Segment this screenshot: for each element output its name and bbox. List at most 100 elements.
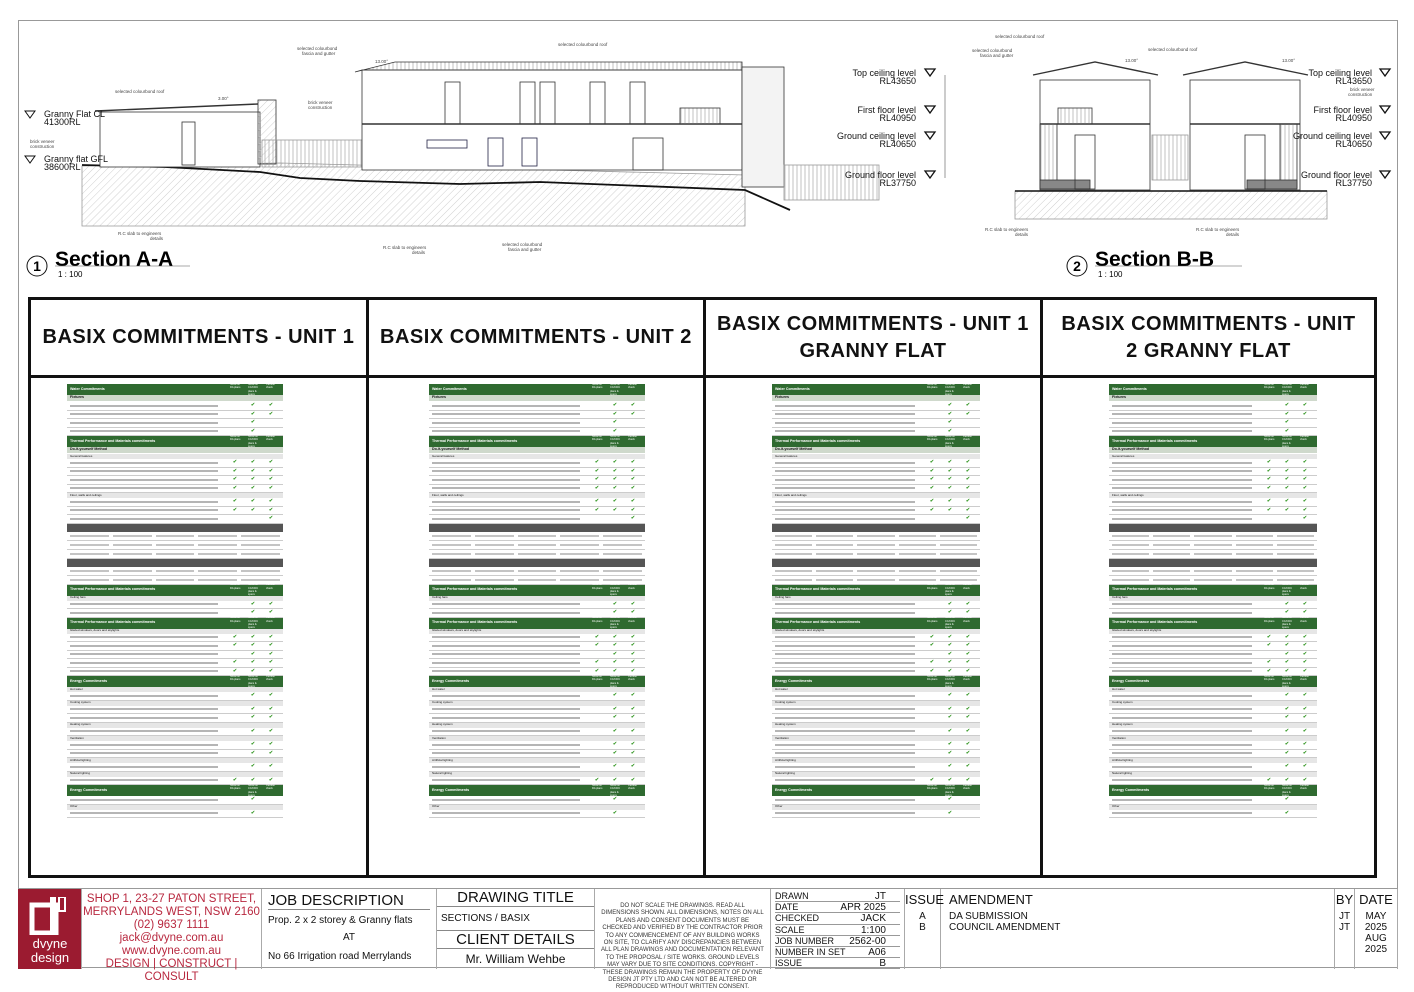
check-icon: ✔ xyxy=(1284,809,1290,816)
basix-commitment-row: ✔✔✔ xyxy=(429,506,645,515)
check-icon: ✔ xyxy=(947,498,953,505)
check-icon: ✔ xyxy=(630,410,636,417)
basix-commitment-row: ✔✔ xyxy=(772,706,980,714)
check-icon: ✔ xyxy=(1284,609,1290,616)
drawing-sheet-border xyxy=(18,20,1398,968)
check-icon: ✔ xyxy=(250,749,256,756)
basix-commitment-row: ✔✔ xyxy=(1109,714,1317,723)
check-icon: ✔ xyxy=(612,763,618,770)
check-icon: ✔ xyxy=(1266,642,1272,649)
check-icon: ✔ xyxy=(594,642,600,649)
check-icon: ✔ xyxy=(268,459,274,466)
check-icon: ✔ xyxy=(1302,705,1308,712)
check-icon: ✔ xyxy=(612,633,618,640)
check-icon: ✔ xyxy=(947,776,953,783)
check-icon: ✔ xyxy=(1302,498,1308,505)
check-icon: ✔ xyxy=(929,476,935,483)
basix-section-header: Thermal Performance and Materials commit… xyxy=(67,616,283,629)
basix-commitment-row: ✔✔ xyxy=(1109,750,1317,758)
check-icon: ✔ xyxy=(965,749,971,756)
svg-text:First floor level: First floor level xyxy=(857,105,916,115)
basix-section-header: Thermal Performance and Materials commit… xyxy=(429,435,645,448)
basix-commitment-row: ✔✔ xyxy=(429,609,645,618)
check-icon: ✔ xyxy=(232,476,238,483)
check-icon: ✔ xyxy=(250,776,256,783)
check-icon: ✔ xyxy=(250,476,256,483)
basix-subheader: Other xyxy=(772,804,980,810)
basix-subheader: Natural lighting xyxy=(1109,771,1317,777)
basix-commitment-row: ✔✔✔ xyxy=(67,467,283,476)
construction-table-row xyxy=(772,567,980,576)
basix-subheader: Artificial lighting xyxy=(772,758,980,763)
check-icon: ✔ xyxy=(965,402,971,409)
basix-commitment-row: ✔ xyxy=(1109,796,1317,805)
check-icon: ✔ xyxy=(630,476,636,483)
check-icon: ✔ xyxy=(612,727,618,734)
construction-table-row xyxy=(772,576,980,585)
basix-commitment-row: ✔ xyxy=(429,809,645,818)
basix-subheader: Hot water xyxy=(429,687,645,692)
basix-commitment-row: ✔✔✔ xyxy=(1109,467,1317,476)
svg-text:Ground floor level: Ground floor level xyxy=(845,170,916,180)
check-icon: ✔ xyxy=(612,498,618,505)
check-icon: ✔ xyxy=(929,659,935,666)
check-icon: ✔ xyxy=(947,484,953,491)
svg-text:Ground floor level: Ground floor level xyxy=(1301,170,1372,180)
slab-note-2: details xyxy=(412,250,426,255)
check-icon: ✔ xyxy=(232,667,238,674)
svg-text:R.C slab to engineers: R.C slab to engineers xyxy=(1196,227,1240,232)
check-icon: ✔ xyxy=(1284,427,1290,434)
basix-commitment-row: ✔✔ xyxy=(67,651,283,659)
basix-subheader: Ceiling fans xyxy=(772,595,980,601)
check-icon: ✔ xyxy=(1284,705,1290,712)
construction-table-row xyxy=(67,576,283,585)
check-icon: ✔ xyxy=(1284,467,1290,474)
construction-table-header xyxy=(1109,558,1317,567)
roof-note: selected colourbond roof xyxy=(115,89,165,94)
check-icon: ✔ xyxy=(1302,776,1308,783)
construction-table-header xyxy=(67,523,283,532)
basix-commitment-row: ✔✔✔ xyxy=(772,776,980,785)
basix-title: BASIX COMMITMENTS - UNIT 2 GRANNY FLAT xyxy=(1043,300,1374,378)
slab-note: R.C slab to engineers xyxy=(383,245,427,250)
check-icon: ✔ xyxy=(612,600,618,607)
basix-commitment-row: ✔✔✔ xyxy=(429,485,645,493)
basix-commitment-row: ✔✔✔ xyxy=(1109,507,1317,515)
check-icon: ✔ xyxy=(612,506,618,513)
check-icon: ✔ xyxy=(947,741,953,748)
basix-subheader: Hot water xyxy=(67,687,283,692)
check-icon: ✔ xyxy=(268,467,274,474)
section-a-a-annotations: selected colourbond roof selected colour… xyxy=(30,42,608,255)
basix-commitment-row: ✔✔ xyxy=(772,411,980,419)
construction-table-row xyxy=(429,550,645,559)
check-icon: ✔ xyxy=(612,705,618,712)
basix-commitment-row: ✔✔✔ xyxy=(429,498,645,507)
svg-text:Ground ceiling level: Ground ceiling level xyxy=(837,131,916,141)
section-a-a-drawing xyxy=(81,61,880,227)
basix-commitment-row: ✔✔ xyxy=(429,600,645,609)
check-icon: ✔ xyxy=(1284,714,1290,721)
basix-commitment-row: ✔✔ xyxy=(67,692,283,701)
check-icon: ✔ xyxy=(965,600,971,607)
check-icon: ✔ xyxy=(965,642,971,649)
basix-subheader: Glazed windows, doors and skylights xyxy=(429,628,645,634)
basix-subheader: General features xyxy=(772,454,980,459)
basix-subheader: Ventilation xyxy=(429,736,645,741)
basix-commitment-row: ✔✔✔ xyxy=(429,659,645,668)
basix-commitment-row: ✔✔ xyxy=(1109,609,1317,618)
check-icon: ✔ xyxy=(1266,776,1272,783)
construction-table-row xyxy=(429,567,645,576)
svg-text:38600RL: 38600RL xyxy=(44,162,81,172)
check-icon: ✔ xyxy=(612,809,618,816)
basix-commitment-row: ✔✔✔ xyxy=(67,634,283,642)
construction-table-row xyxy=(1109,567,1317,576)
basix-commitment-row: ✔ xyxy=(429,419,645,428)
check-icon: ✔ xyxy=(965,506,971,513)
